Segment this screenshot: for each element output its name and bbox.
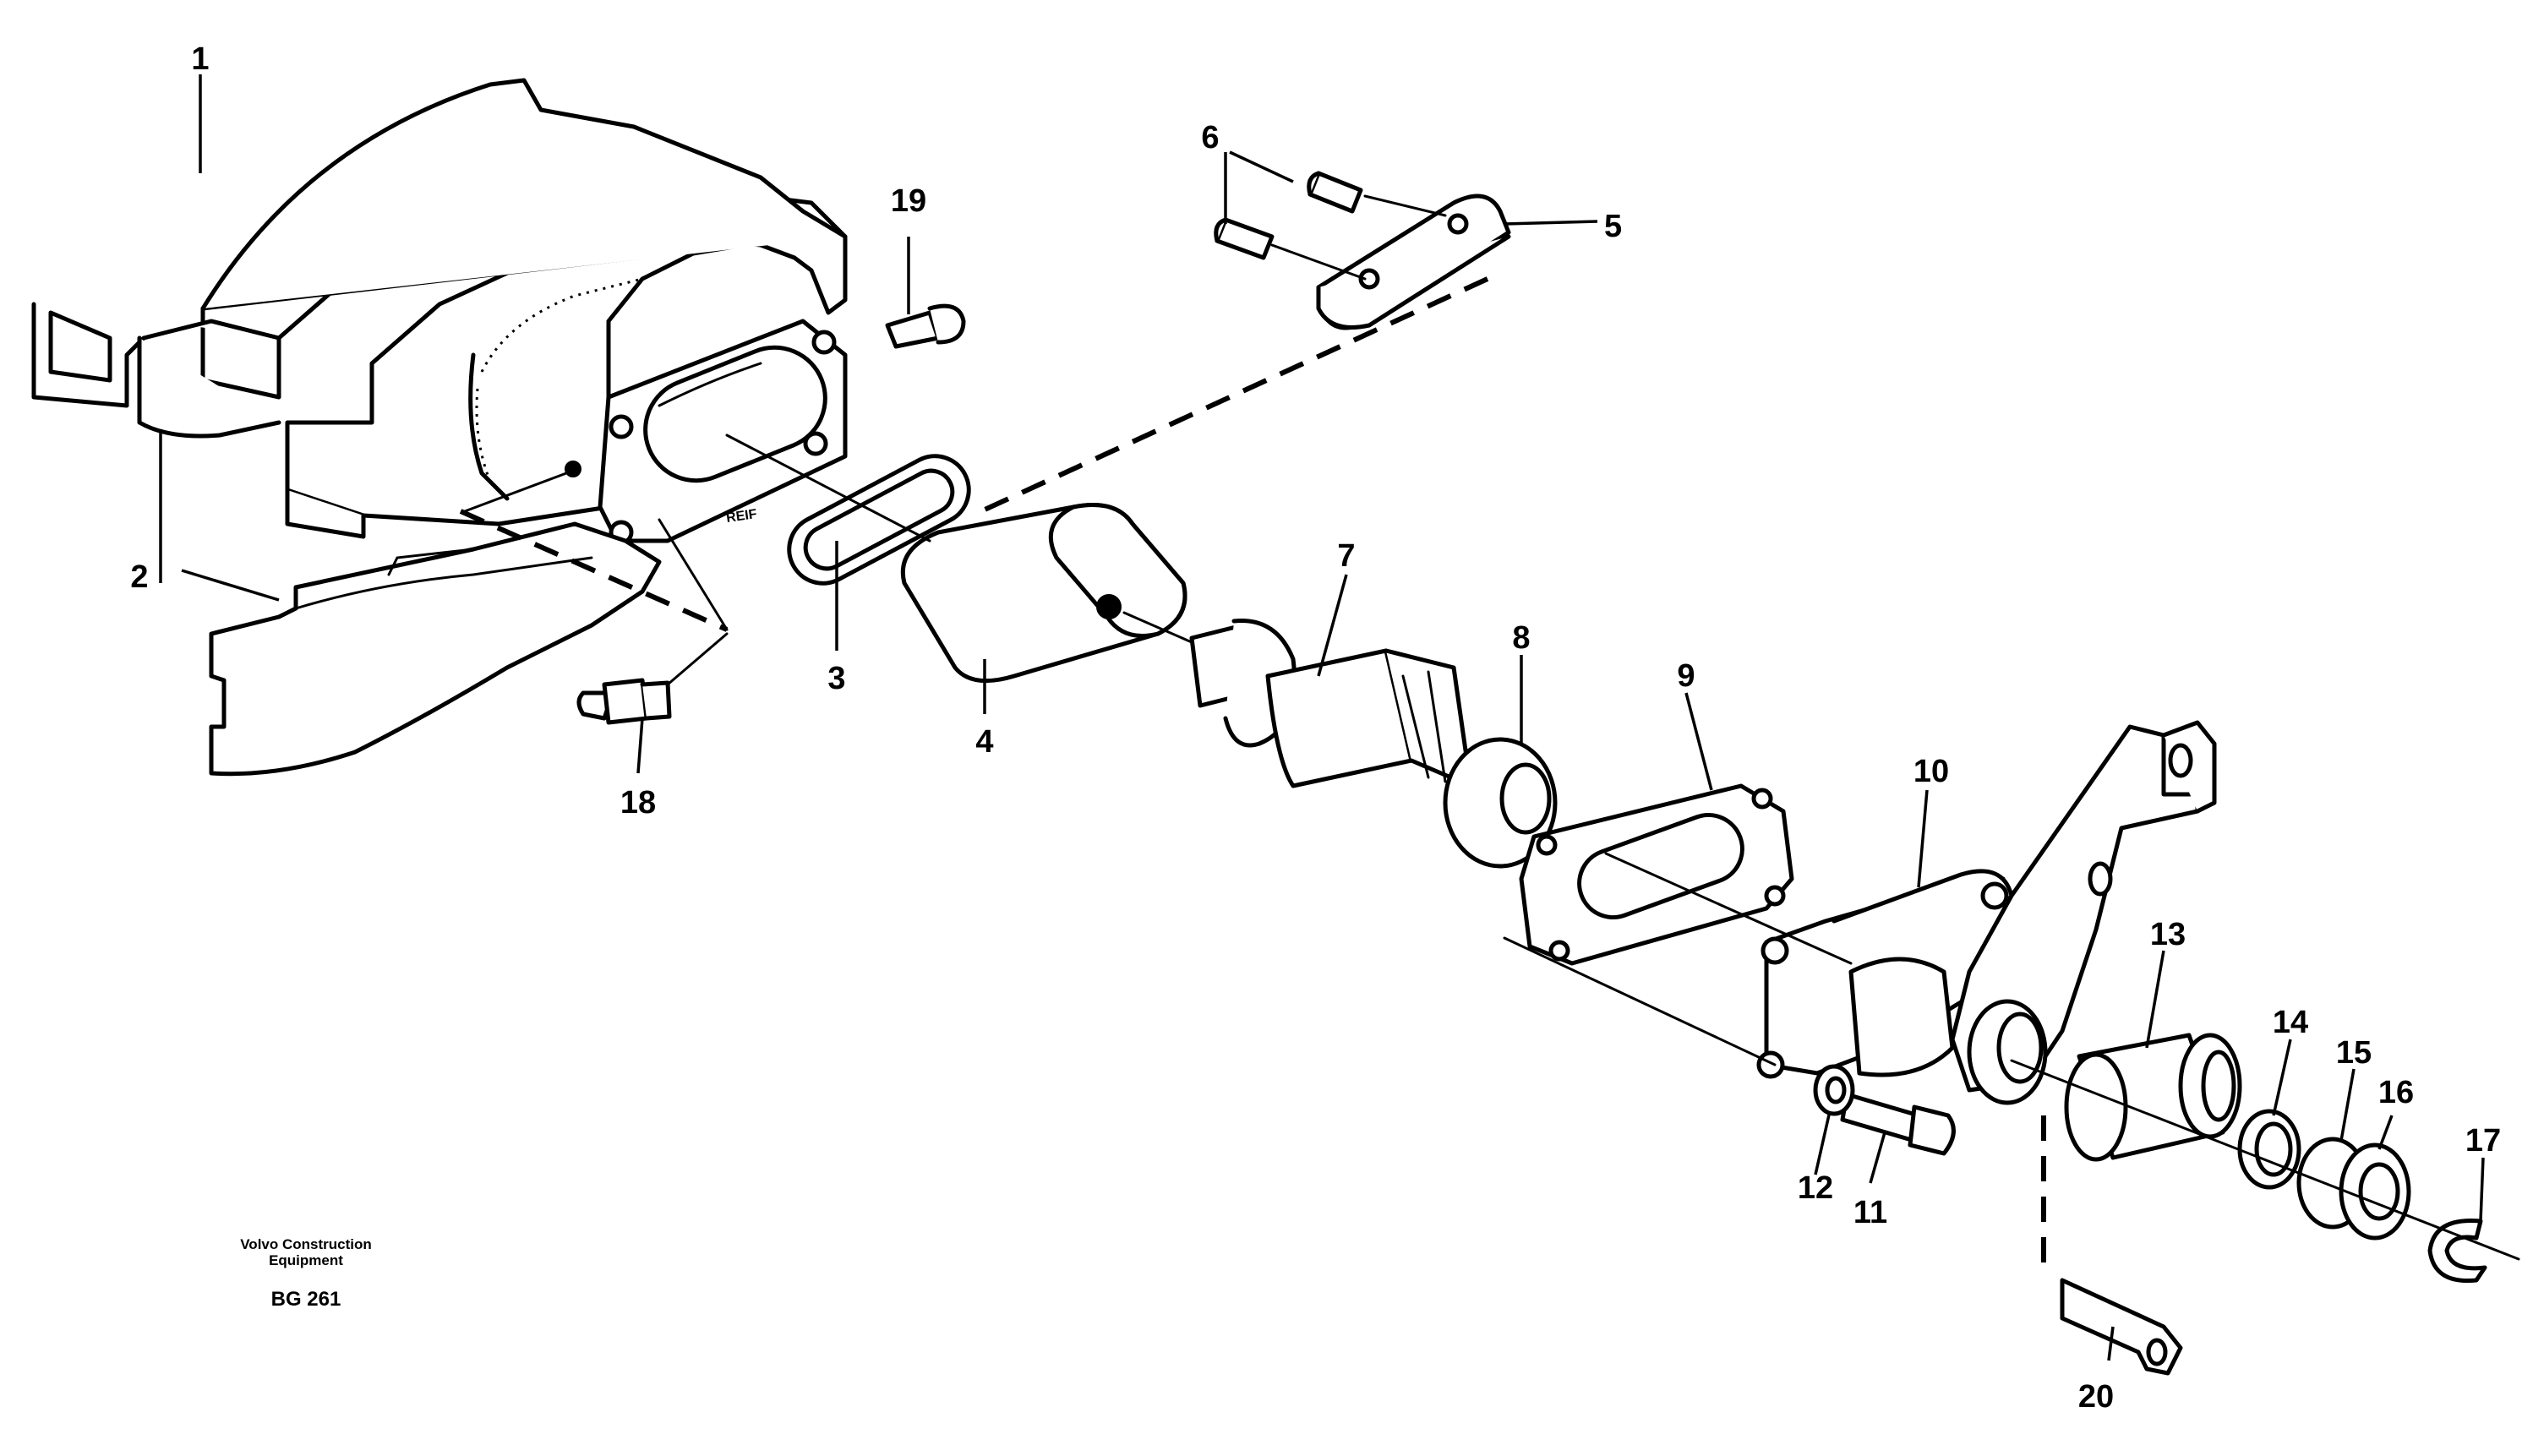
part-12-washer bbox=[1813, 1064, 1855, 1116]
part-14-ring bbox=[2237, 1109, 2301, 1190]
callout-18: 18 bbox=[620, 785, 656, 821]
callout-14: 14 bbox=[2273, 1005, 2308, 1040]
part-18-grease-nipple bbox=[576, 678, 672, 725]
part-15-16-nut-washer bbox=[2296, 1137, 2411, 1241]
assembly-dashes bbox=[459, 276, 2046, 1276]
callout-11: 11 bbox=[1853, 1195, 1887, 1230]
callout-labels: 1 2 3 4 5 6 7 8 9 10 11 12 13 14 15 16 1… bbox=[130, 41, 2501, 1415]
part-1-housing bbox=[31, 78, 848, 539]
part-6-screws bbox=[1214, 171, 1447, 281]
part-19-plug-screw bbox=[885, 303, 966, 349]
part-7-splined-shaft bbox=[1189, 619, 1473, 788]
callout-4: 4 bbox=[975, 724, 993, 760]
caption-code: BG 261 bbox=[271, 1288, 341, 1311]
part-10-lever-arm bbox=[1950, 720, 2217, 1105]
part-9-gasket bbox=[1519, 783, 1794, 966]
part-5-strap-plate bbox=[1316, 194, 1511, 330]
part-11-bolt bbox=[1840, 1092, 1956, 1156]
callout-15: 15 bbox=[2336, 1035, 2372, 1071]
callout-13: 13 bbox=[2150, 917, 2186, 952]
part-20-clip bbox=[2060, 1278, 2183, 1376]
callout-7: 7 bbox=[1337, 538, 1355, 574]
part-17-circlip bbox=[2427, 1218, 2487, 1284]
callout-1: 1 bbox=[191, 41, 209, 77]
housing-flange bbox=[565, 319, 848, 545]
callout-9: 9 bbox=[1677, 658, 1695, 694]
caption-line-1: Volvo Construction bbox=[240, 1236, 372, 1252]
callout-12: 12 bbox=[1798, 1170, 1833, 1206]
callout-6: 6 bbox=[1201, 120, 1219, 155]
assembly-axes bbox=[463, 434, 2520, 1261]
callout-20: 20 bbox=[2078, 1379, 2114, 1415]
caption-line-2: Equipment bbox=[269, 1252, 343, 1268]
reif-stamp: REIF bbox=[725, 507, 758, 526]
callout-17: 17 bbox=[2465, 1123, 2501, 1159]
part-10-bracket-body bbox=[1756, 869, 2023, 1079]
part-8-washer bbox=[1443, 737, 1558, 869]
part-3-o-ring bbox=[787, 454, 971, 586]
part-2-cover-plate bbox=[209, 521, 662, 777]
callout-2: 2 bbox=[130, 559, 148, 595]
callout-3: 3 bbox=[827, 661, 845, 696]
part-4-oval-block bbox=[900, 503, 1187, 684]
callout-19: 19 bbox=[891, 183, 926, 219]
diagram-caption: Volvo Construction Equipment BG 261 bbox=[240, 1236, 372, 1311]
callout-16: 16 bbox=[2378, 1075, 2414, 1110]
callout-8: 8 bbox=[1512, 620, 1530, 656]
callout-10: 10 bbox=[1913, 754, 1949, 789]
callout-leaders bbox=[159, 74, 2485, 1361]
callout-5: 5 bbox=[1604, 209, 1622, 244]
part-13-bushing bbox=[2064, 1033, 2242, 1162]
